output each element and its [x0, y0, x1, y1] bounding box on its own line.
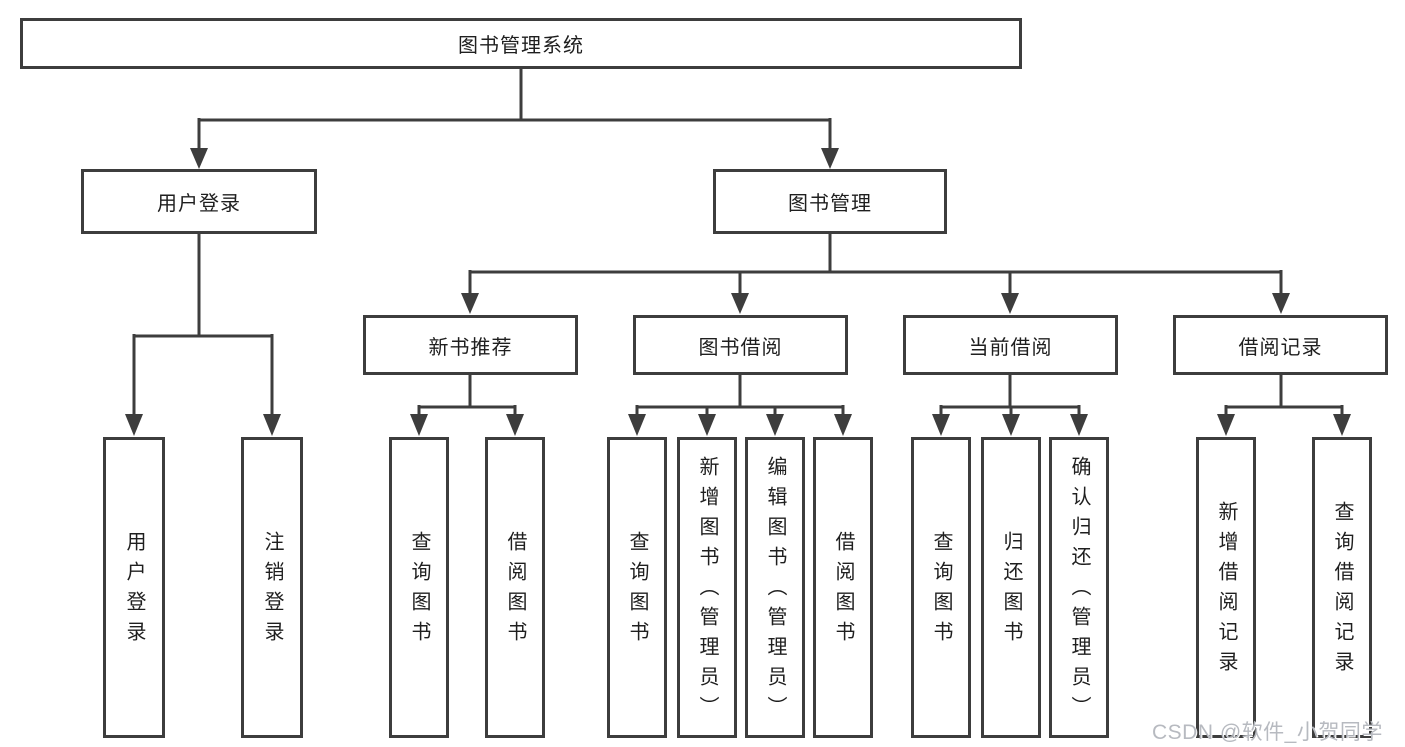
- leaf-edit-book-admin: 编辑图书（管理员）: [745, 437, 805, 738]
- leaf-user-login: 用户登录: [103, 437, 165, 738]
- node-current-borrowing: 当前借阅: [903, 315, 1118, 375]
- connector-borrow-records: [1217, 375, 1351, 436]
- connector-user-login: [125, 234, 281, 436]
- node-book-borrowing: 图书借阅: [633, 315, 848, 375]
- connector-book-borrowing: [628, 375, 852, 436]
- leaf-query-books-current: 查询图书: [911, 437, 971, 738]
- node-borrow-records: 借阅记录: [1173, 315, 1388, 375]
- csdn-watermark: CSDN @软件_小贺同学: [1152, 721, 1383, 744]
- node-new-book-recommend: 新书推荐: [363, 315, 578, 375]
- leaf-add-book-admin: 新增图书（管理员）: [677, 437, 737, 738]
- node-book-management: 图书管理: [713, 169, 947, 234]
- connector-book-management: [461, 234, 1290, 314]
- leaf-logout: 注销登录: [241, 437, 303, 738]
- node-library-management-system: 图书管理系统: [20, 18, 1022, 69]
- leaf-add-borrow-record: 新增借阅记录: [1196, 437, 1256, 738]
- leaf-confirm-return-admin: 确认归还（管理员）: [1049, 437, 1109, 738]
- connector-root: [190, 69, 839, 169]
- leaf-query-books-recommend: 查询图书: [389, 437, 449, 738]
- leaf-query-books-borrowing: 查询图书: [607, 437, 667, 738]
- node-user-login: 用户登录: [81, 169, 317, 234]
- leaf-borrow-books-borrowing: 借阅图书: [813, 437, 873, 738]
- leaf-return-books: 归还图书: [981, 437, 1041, 738]
- leaf-query-borrow-record: 查询借阅记录: [1312, 437, 1372, 738]
- leaf-borrow-books-recommend: 借阅图书: [485, 437, 545, 738]
- connector-current-borrowing: [932, 375, 1088, 436]
- connector-new-book-recommend: [410, 375, 524, 436]
